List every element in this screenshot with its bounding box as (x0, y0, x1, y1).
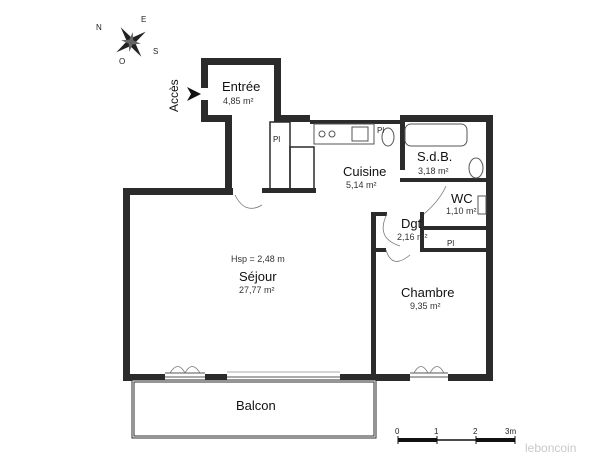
access-label: Accès (167, 79, 181, 112)
bathroom-fixtures (381, 123, 487, 215)
door-wc-swing (423, 185, 447, 215)
door-entree-swing (234, 194, 263, 209)
room-dgt-name: Dgt (401, 216, 422, 231)
placard-3-label: Pl (447, 239, 454, 248)
scale-tick-0: 0 (395, 427, 400, 436)
watermark: leboncoin (525, 441, 576, 455)
compass-rose: N E S O (96, 15, 158, 66)
compass-e: E (141, 15, 146, 24)
compass-n: N (96, 23, 102, 32)
room-chambre-name: Chambre (401, 285, 454, 300)
placard-2-label: Pl (377, 126, 384, 135)
balcony (131, 379, 377, 439)
window-sejour (165, 366, 205, 378)
room-entree-area: 4,85 m² (223, 96, 254, 106)
scale-tick-3: 3m (505, 427, 516, 436)
room-wc-name: WC (451, 191, 473, 206)
door-dgt-swing (382, 213, 401, 247)
window-chambre (410, 366, 448, 378)
room-sdb-area: 3,18 m² (418, 166, 449, 176)
scale-tick-1: 1 (434, 427, 439, 436)
compass-s: S (153, 47, 158, 56)
room-cuisine-name: Cuisine (343, 164, 386, 179)
scale-tick-2: 2 (473, 427, 478, 436)
room-sejour-area: 27,77 m² (239, 285, 275, 295)
room-wc-area: 1,10 m² (446, 206, 477, 216)
room-cuisine-area: 5,14 m² (346, 180, 377, 190)
scale-bar: 0 1 2 3m (395, 427, 516, 444)
placard-1-label: Pl (273, 135, 280, 144)
room-entree-name: Entrée (222, 79, 260, 94)
kitchen-counter (313, 123, 375, 145)
room-dgt-area: 2,16 m² (397, 232, 428, 242)
room-sejour-name: Séjour (239, 269, 277, 284)
door-chambre-swing (385, 249, 411, 262)
access-arrow-icon (187, 87, 201, 101)
room-sejour-hsp: Hsp = 2,48 m (231, 254, 285, 264)
compass-o: O (119, 57, 125, 66)
room-chambre-area: 9,35 m² (410, 301, 441, 311)
room-balcon-name: Balcon (236, 398, 276, 413)
room-sdb-name: S.d.B. (417, 149, 452, 164)
walls (123, 58, 493, 381)
